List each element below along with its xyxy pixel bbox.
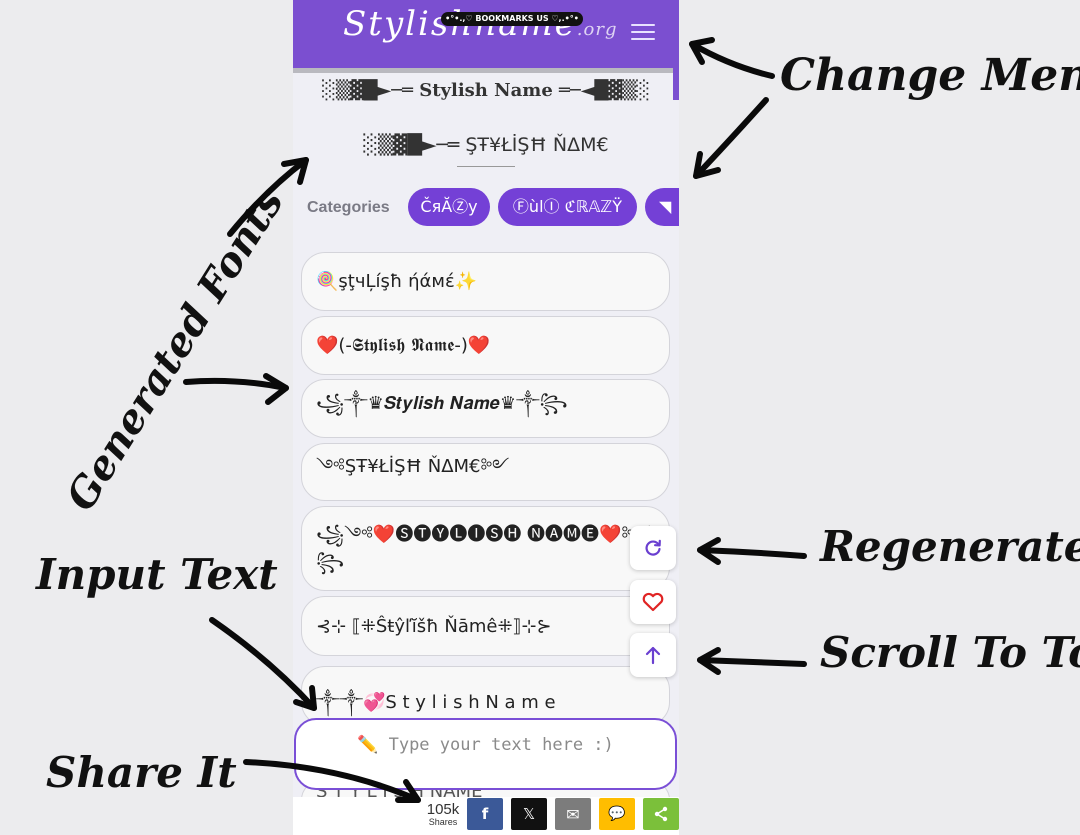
facebook-icon: f — [481, 805, 489, 823]
regenerate-label: Regenerate — [820, 522, 1080, 571]
scroll-to-top-label: Scroll To Top — [820, 628, 1080, 677]
share-icon — [654, 806, 668, 822]
stylish-title-banner[interactable]: ░▒▓█►─═ Stylish Name ═─◄█▓▒░ — [322, 80, 650, 101]
font-result-card[interactable]: ༒༒💞S t y l i s h N a m e — [301, 666, 670, 726]
hamburger-menu-button[interactable] — [631, 24, 655, 42]
logo-domain: .org — [576, 19, 618, 40]
font-result-card[interactable]: ❤️(-𝕾𝖙𝖞𝖑𝖎𝖘𝖍 𝕹𝖆𝖒𝖊-)❤️ — [301, 316, 670, 375]
font-result-card[interactable]: ⊰⊹ ⟦⁜Ŝŧŷľĭšħ Ňāmê⁜⟧⊹⊱ — [301, 596, 670, 656]
sms-share-button[interactable]: 💬 — [599, 798, 635, 830]
scroll-top-arrow — [697, 657, 807, 667]
email-share-button[interactable]: ✉ — [555, 798, 591, 830]
regenerate-button[interactable] — [630, 526, 676, 570]
header-edge — [673, 68, 679, 100]
change-menu-label: Change Menu — [780, 50, 1080, 101]
text-input[interactable]: ✏️ Type your text here :) — [294, 718, 677, 790]
category-chip-next[interactable]: ◥ — [645, 188, 679, 226]
share-count-label: Shares — [428, 817, 458, 827]
scroll-top-button[interactable] — [630, 633, 676, 677]
category-chip-crazy[interactable]: ČяĂⓏy — [408, 188, 490, 226]
phone-screen: Stylishname.org •°•.,♡ BOOKMARKS US ♡,.•… — [293, 0, 679, 835]
heart-icon — [642, 592, 664, 612]
share-count: 105k Shares — [425, 802, 461, 827]
share-count-number: 105k — [426, 801, 460, 818]
more-share-button[interactable] — [643, 798, 679, 830]
change-menu-arrow — [689, 41, 775, 79]
generated-fonts-label: Generated Fonts — [57, 180, 293, 519]
font-result-card[interactable]: ༺ŞŦ¥ŁİŞĦ ŇΔM€༻ — [301, 443, 670, 501]
bookmark-badge[interactable]: •°•.,♡ BOOKMARKS US ♡,.•°• — [441, 12, 583, 26]
email-icon: ✉ — [566, 804, 580, 824]
facebook-share-button[interactable]: f — [467, 798, 503, 830]
x-icon: 𝕏 — [522, 805, 536, 823]
hamburger-icon — [631, 24, 655, 26]
x-share-button[interactable]: 𝕏 — [511, 798, 547, 830]
header-shadow — [293, 68, 679, 73]
font-result-card[interactable]: 🍭şţчĻíşħ ήάмέ✨ — [301, 252, 670, 311]
categories-label: Categories — [307, 199, 390, 216]
banner-divider — [457, 166, 515, 167]
category-chip-full-crazy[interactable]: ⒻùlⒾ ℭℝ𝔸ℤŸ — [498, 188, 637, 226]
share-it-label: Share It — [46, 748, 237, 797]
regenerate-arrow — [697, 547, 807, 559]
refresh-icon — [645, 539, 661, 556]
arrow-up-icon — [645, 646, 661, 665]
stylish-subtitle-banner[interactable]: ░▒▓█►─═ ŞŦ¥ŁİŞĦ ŇΔM€ — [363, 134, 609, 156]
font-result-card[interactable]: ꧁༺❤️🅢🅣🅨🅛🅘🅢🅗 🅝🅐🅜🅔❤️༻ ꧂ — [301, 506, 670, 591]
share-bar: 105k Shares f 𝕏 ✉ 💬 — [293, 797, 679, 835]
app-header: Stylishname.org •°•.,♡ BOOKMARKS US ♡,.•… — [293, 0, 679, 68]
generated-fonts-arrow-2 — [183, 377, 289, 391]
font-result-card[interactable]: ꧁༒♛𝑺𝒕𝒚𝒍𝒊𝒔𝒉 𝑵𝒂𝒎𝒆♛༒꧂ — [301, 379, 670, 438]
sms-icon: 💬 — [608, 806, 626, 822]
change-menu-arrow-2 — [693, 97, 769, 179]
favorite-button[interactable] — [630, 580, 676, 624]
category-bar: Categories ČяĂⓏy ⒻùlⒾ ℭℝ𝔸ℤŸ ◥ — [293, 187, 679, 227]
input-text-label: Input Text — [36, 550, 278, 599]
